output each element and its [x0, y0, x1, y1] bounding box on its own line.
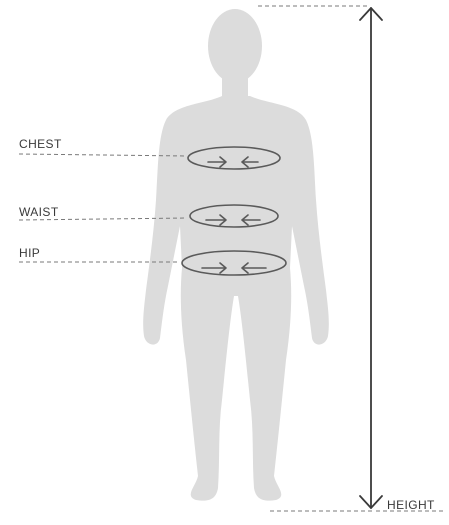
chest-label: CHEST — [19, 137, 62, 151]
waist-label: WAIST — [19, 205, 59, 219]
height-arrow — [360, 8, 382, 508]
height-label: HEIGHT — [387, 498, 435, 512]
body-silhouette — [143, 9, 329, 501]
body-outline — [143, 96, 329, 501]
hip-label: HIP — [19, 246, 40, 260]
head — [208, 9, 262, 83]
